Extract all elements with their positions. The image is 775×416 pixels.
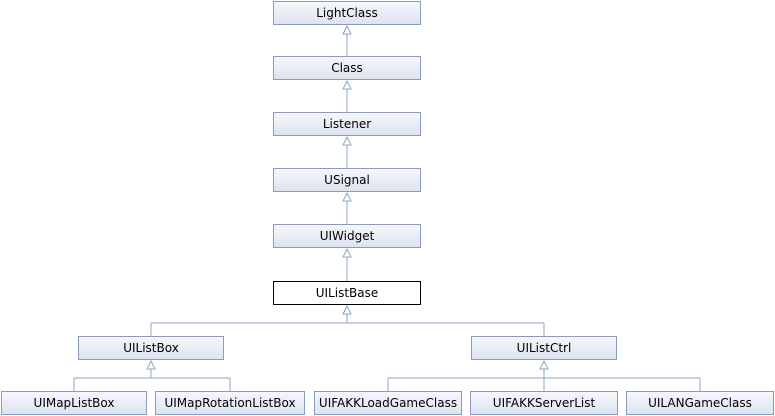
edge-group-usignal [342, 191, 352, 224]
edge-arrowhead [539, 359, 549, 370]
edge-arrowhead [342, 135, 352, 146]
node-usignal[interactable]: USignal [273, 168, 421, 192]
edge-arrowhead [342, 79, 352, 90]
node-uifakkloadgameclass[interactable]: UIFAKKLoadGameClass [314, 391, 462, 415]
node-listener[interactable]: Listener [273, 112, 421, 136]
edge-group-lightclass [342, 24, 352, 56]
edge-group-class [342, 79, 352, 112]
node-uimaplistbox[interactable]: UIMapListBox [1, 391, 147, 415]
edge-group-listener [342, 135, 352, 168]
edge-group-uilistbox [73, 359, 231, 391]
node-uiwidget[interactable]: UIWidget [273, 224, 421, 248]
edge-arrowhead [342, 191, 352, 202]
node-uilistctrl[interactable]: UIListCtrl [471, 336, 617, 360]
node-lightclass[interactable]: LightClass [273, 1, 421, 25]
edge-arrowhead [342, 247, 352, 258]
edge-arrowhead [146, 359, 156, 370]
edge-group-uiwidget [342, 247, 352, 281]
node-uimaprotationlistbox[interactable]: UIMapRotationListBox [155, 391, 305, 415]
node-uilistbase: UIListBase [273, 281, 421, 305]
node-class[interactable]: Class [273, 56, 421, 80]
edge-group-uilistbase [150, 304, 545, 336]
edge-arrowhead [342, 24, 352, 35]
node-uifakkserverlist[interactable]: UIFAKKServerList [470, 391, 618, 415]
node-uilangameclass[interactable]: UILANGameClass [626, 391, 774, 415]
edge-group-uilistctrl [387, 359, 701, 391]
node-uilistbox[interactable]: UIListBox [78, 336, 224, 360]
edge-arrowhead [342, 304, 352, 315]
